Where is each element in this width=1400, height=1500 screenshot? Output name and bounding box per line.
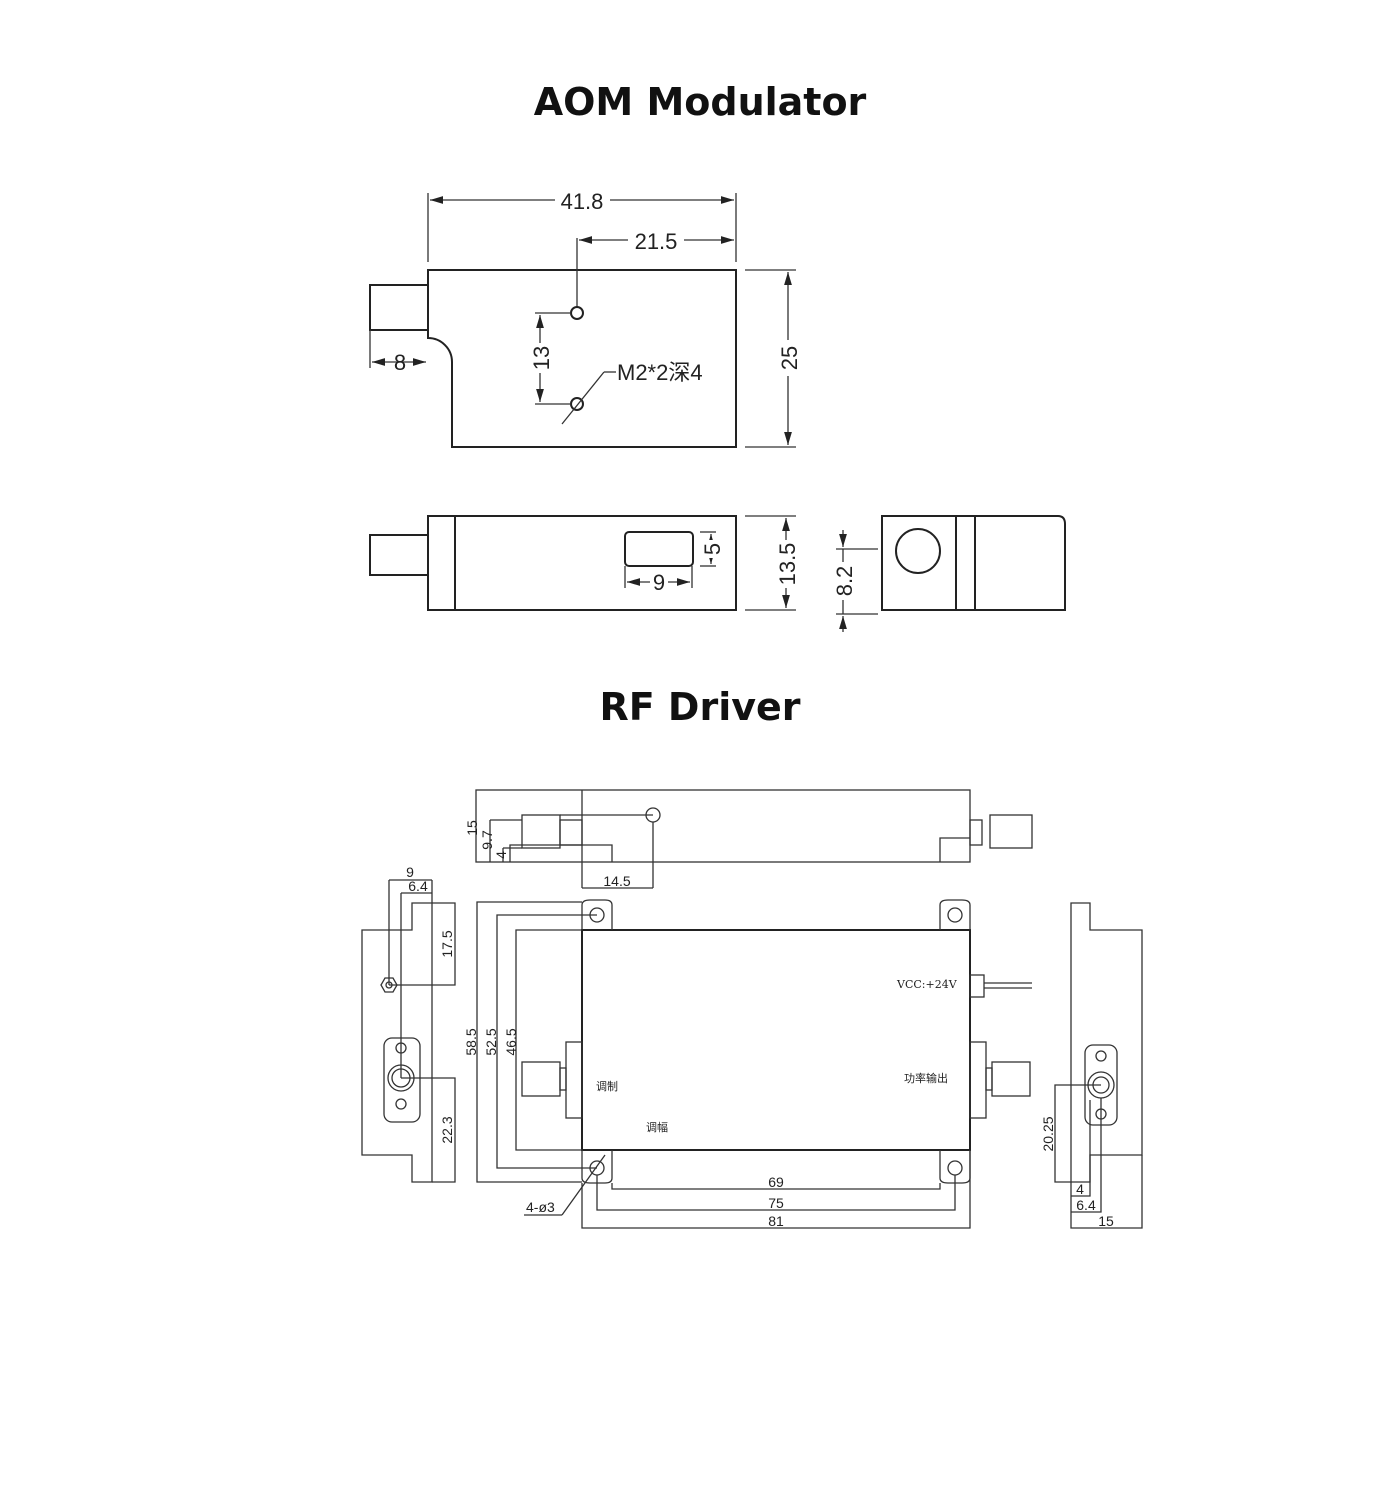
modulation-input-connector <box>521 1061 561 1097</box>
dim-height: 25 <box>777 346 802 370</box>
dim-52-5: 52.5 <box>483 1028 499 1055</box>
window <box>624 531 694 567</box>
dim-hole-spacing: 13 <box>529 346 554 370</box>
aom-top-view: 8 41.8 21.5 13 M2*2深4 25 <box>369 189 802 448</box>
dim-window-w: 9 <box>653 570 665 595</box>
dim-r4: 4 <box>1076 1181 1084 1197</box>
rf-elevation-view: 14.5 15 9.7 4 <box>464 789 1033 889</box>
sma-connector <box>989 814 1033 849</box>
rf-right-view: 20.25 4 6.4 15 <box>1040 902 1143 1229</box>
dim-14-5: 14.5 <box>603 873 630 889</box>
dim-9: 9 <box>406 864 414 880</box>
aom-side-view: 8.2 <box>832 515 1066 632</box>
rf-plan-view: 58.5 52.5 46.5 69 75 81 4-ø3 VCC:+24V 调制… <box>463 899 1032 1229</box>
dim-r15: 15 <box>1098 1213 1114 1229</box>
dim-6-4: 6.4 <box>408 878 428 894</box>
dim-69: 69 <box>768 1174 784 1190</box>
dim-46-5: 46.5 <box>503 1028 519 1055</box>
mount-hole <box>570 306 584 320</box>
aom-front-view: 5 9 13.5 <box>369 515 800 611</box>
dim-4: 4 <box>493 851 509 859</box>
dim-connector: 8 <box>394 350 406 375</box>
aperture <box>895 528 941 574</box>
modulation-label: 调制 <box>596 1080 618 1093</box>
dim-58-5: 58.5 <box>463 1028 479 1055</box>
dim-thickness: 13.5 <box>775 543 800 586</box>
holes-note: 4-ø3 <box>526 1199 555 1215</box>
dim-22-3: 22.3 <box>439 1116 455 1143</box>
rf-left-view: 9 6.4 17.5 22.3 <box>361 864 456 1183</box>
aom-title: AOM Modulator <box>533 80 867 124</box>
sma-connector <box>521 814 561 849</box>
dim-9-7: 9.7 <box>479 830 495 850</box>
dim-75: 75 <box>768 1195 784 1211</box>
dim-20-25: 20.25 <box>1040 1116 1056 1151</box>
power-out-label: 功率输出 <box>904 1071 948 1085</box>
rf-driver-title: RF Driver <box>599 685 801 729</box>
dim-17-5: 17.5 <box>439 930 455 957</box>
dim-window-h: 5 <box>700 543 725 555</box>
dim-hole-offset: 21.5 <box>635 229 678 254</box>
dim-81: 81 <box>768 1213 784 1229</box>
dim-length: 41.8 <box>561 189 604 214</box>
vcc-label: VCC:+24V <box>896 978 958 991</box>
amplitude-label: 调幅 <box>646 1121 668 1134</box>
dim-15: 15 <box>464 820 480 836</box>
thread-note: M2*2深4 <box>617 360 703 385</box>
dim-r6-4: 6.4 <box>1076 1197 1096 1213</box>
power-output-connector <box>991 1061 1031 1097</box>
dim-aperture-height: 8.2 <box>832 566 857 597</box>
